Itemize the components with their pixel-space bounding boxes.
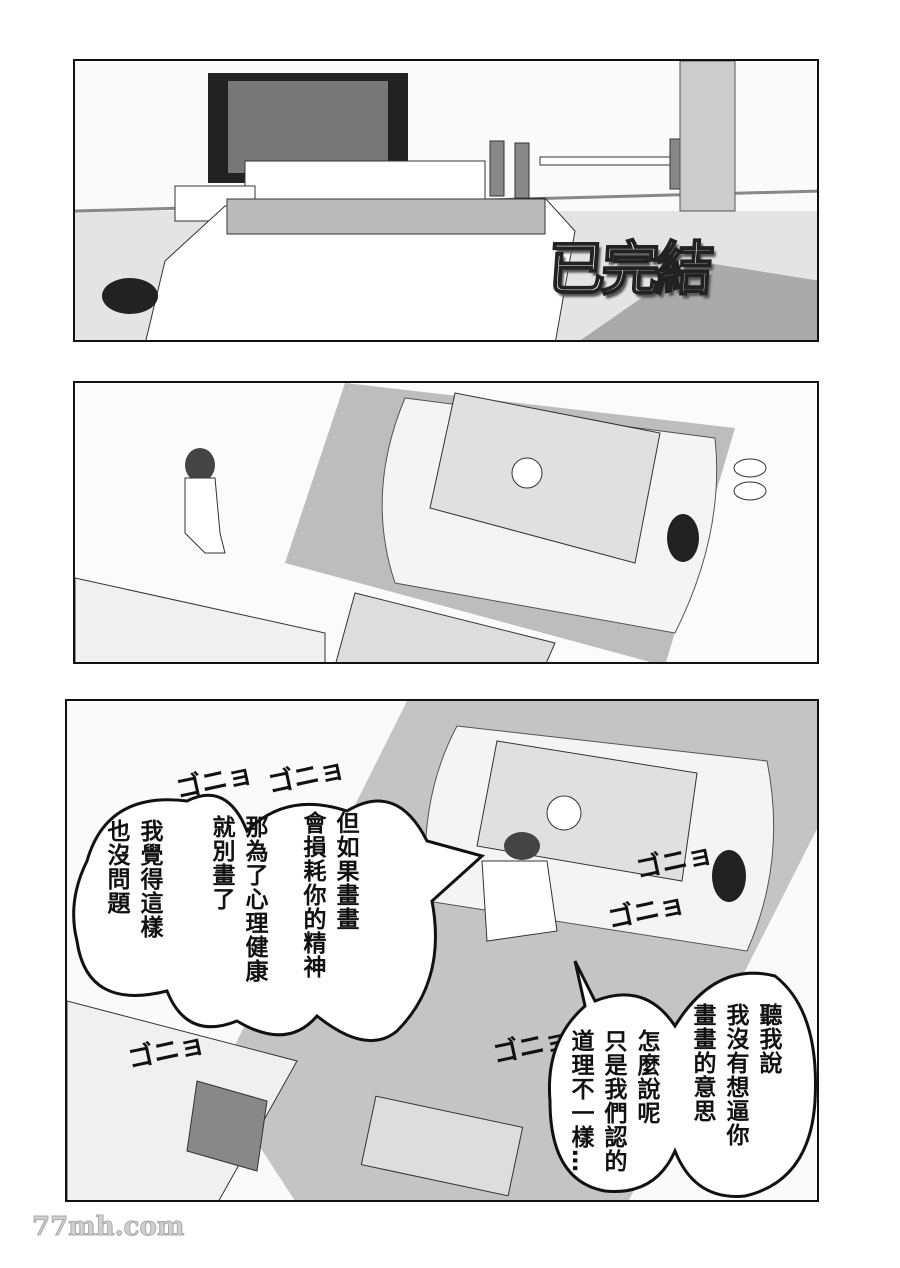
bubble-outline [72,793,486,1043]
panel-living-room [73,59,819,342]
bubble-line: 也沒問題 [103,819,129,915]
sitting-person [481,860,558,942]
bubble-line: 我沒有想逼你 [722,1003,748,1147]
panel-overhead [73,381,819,664]
coffee-table [360,1095,524,1197]
bubble-outline [547,960,817,1198]
walking-person [184,477,226,554]
sitting-person-head [504,832,540,860]
bubble-line: 會損耗你的精神 [299,811,325,979]
sofa [244,160,486,204]
fruit-bowl [546,795,582,831]
speech-bubble-right: 聽我說 我沒有想逼你 畫畫的意思 怎麼說呢 只是我們認的 道理不一樣… [545,931,817,1200]
bubble-text: 聽我說 我沒有想逼你 畫畫的意思 [685,1003,784,1200]
bubble-text: 我覺得這樣 也沒問題 [99,819,165,1029]
sleeping-person-head [712,850,746,902]
table-top [429,392,661,564]
slippers [733,458,767,478]
bubble-line: 畫畫的意思 [689,1003,715,1123]
overhead-scene [75,383,767,662]
chair [186,1080,268,1172]
panel-conversation: ゴニョ ゴニョ ゴニョ ゴニョ ゴニョ ゴニョ 但如果畫畫 會損耗你的精神 那為… [65,699,819,1202]
bubble-line: 但如果畫畫 [332,811,358,931]
bubble-line: 道理不一樣… [567,1029,593,1173]
bubble-text: 怎麼說呢 只是我們認的 道理不一樣… [563,1029,662,1200]
bubble-line: 那為了心理健康 [241,815,267,983]
bubble-line: 怎麼說呢 [633,1029,659,1125]
bubble-line: 就別畫了 [208,815,234,911]
fruit-bowl [511,457,543,489]
bubble-line: 我覺得這樣 [136,819,162,939]
person-head [102,278,158,314]
series-logo: 已完結 [544,234,713,304]
walking-person-head [185,448,215,482]
sleeping-person-head [667,514,699,562]
bubble-text: 那為了心理健康 就別畫了 [204,815,270,1025]
bubble-line: 聽我說 [755,1003,781,1075]
dining-table [539,156,691,166]
watermark: 77mh.com [31,1212,185,1243]
speech-bubble-left: 但如果畫畫 會損耗你的精神 那為了心理健康 就別畫了 我覺得這樣 也沒問題 [67,781,487,1051]
living-room-scene [75,61,817,340]
bubble-line: 只是我們認的 [600,1029,626,1173]
bubble-text: 但如果畫畫 會損耗你的精神 [295,811,361,1021]
door [679,61,736,212]
